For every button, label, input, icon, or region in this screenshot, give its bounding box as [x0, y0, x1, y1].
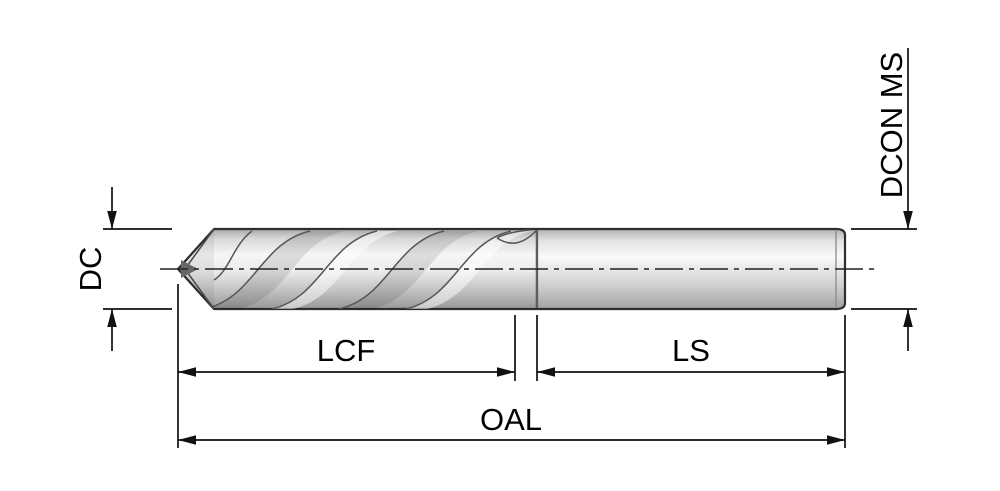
dimensions: [103, 48, 917, 448]
flute-runout-line: [496, 230, 537, 244]
dcon-ms-label: DCON MS: [874, 52, 909, 198]
flute-helix-shading: [204, 230, 532, 309]
flute-dark-band: [339, 231, 478, 309]
flute-light-band: [406, 231, 532, 309]
dcon-dimension: [851, 48, 917, 351]
flute-edge-line: [271, 230, 378, 309]
ls-label: LS: [672, 333, 710, 368]
drill-bit: [160, 227, 880, 311]
flute-edge-line: [204, 230, 311, 309]
dc-label: DC: [73, 247, 108, 292]
drill-chisel-edge: [181, 260, 198, 278]
flute-dark-band: [205, 231, 344, 309]
oal-label: OAL: [480, 402, 542, 437]
flute-runout-line: [496, 229, 531, 239]
lcf-label: LCF: [317, 333, 376, 368]
flute-edge-line: [405, 230, 512, 309]
flute-light-band: [272, 231, 398, 309]
flute-edge-line: [338, 230, 445, 309]
flute-edge-line: [213, 230, 253, 281]
dc-dimension: [103, 187, 172, 351]
